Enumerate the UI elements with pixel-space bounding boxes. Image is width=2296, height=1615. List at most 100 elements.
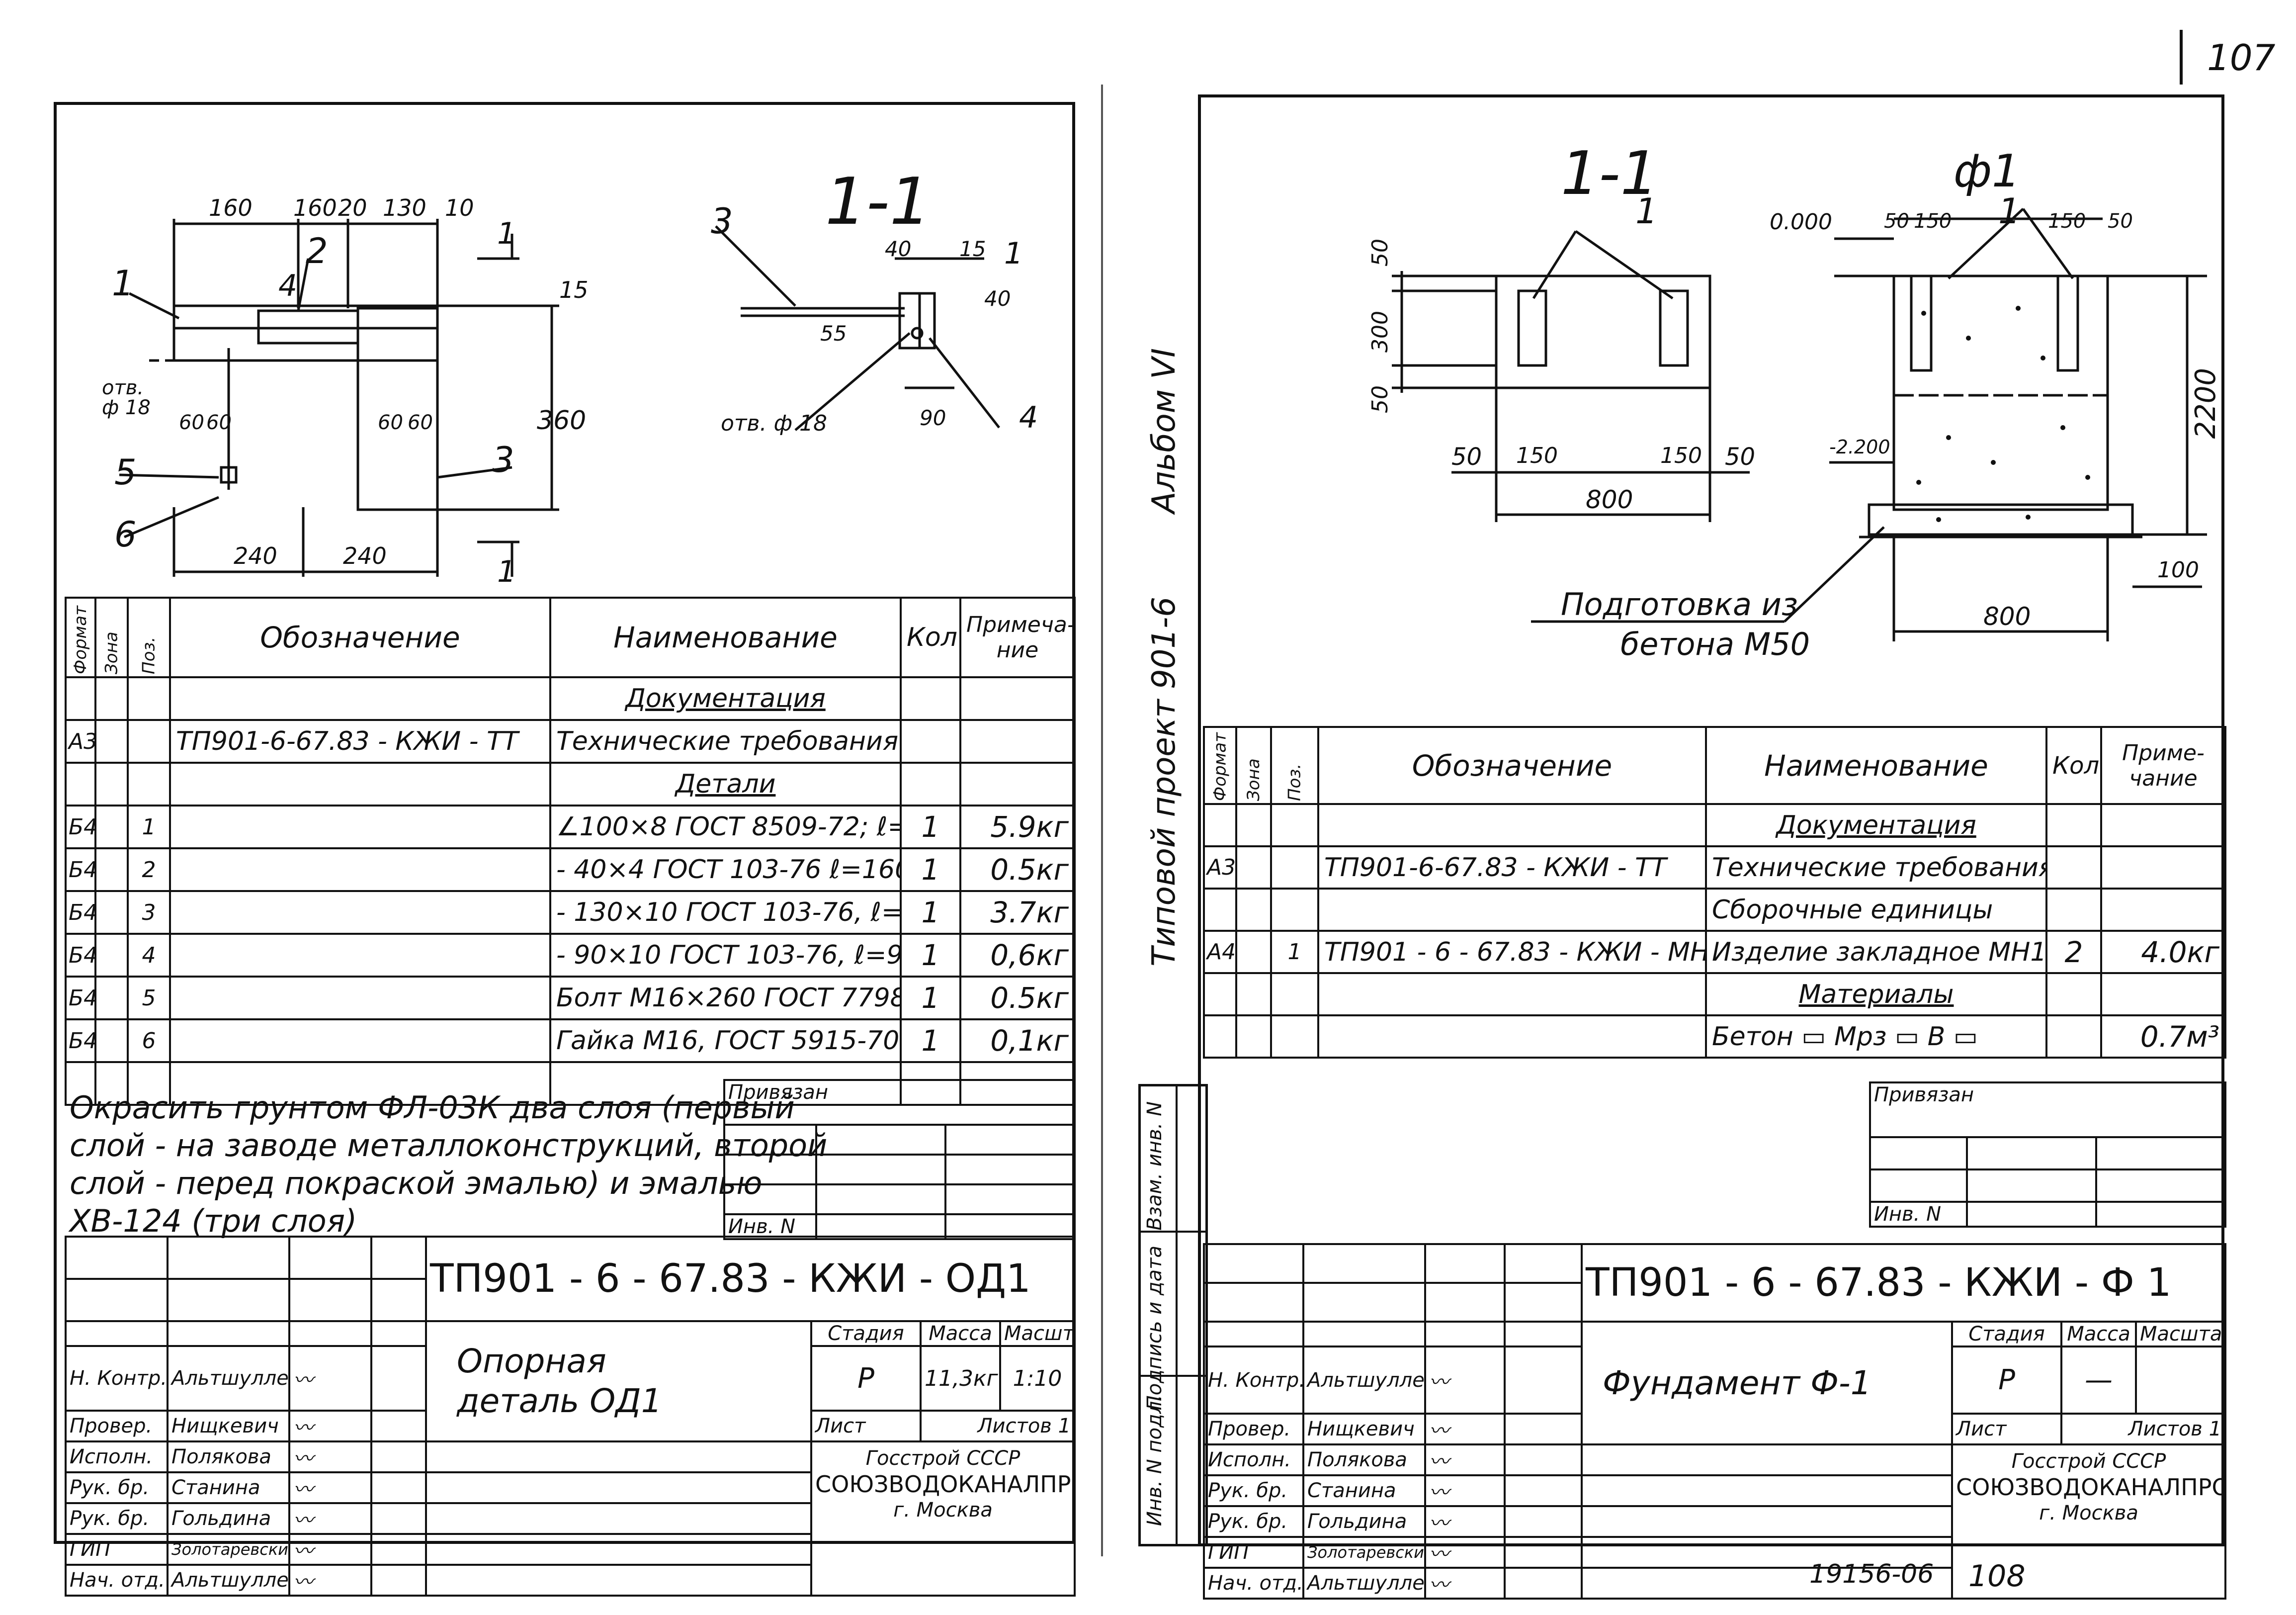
spec-cell-qty: 1 [900,847,961,892]
stamp-role: Н. Контр. [1203,1346,1304,1415]
spec-cell-zone [1235,930,1272,974]
spec-cell-name: Сборочные единицы [1705,888,2047,932]
spec-cell-designation [169,847,551,892]
stamp-name: Гольдина [167,1502,290,1535]
right-privyazan-label: Привязан [1869,1081,2227,1137]
stamp-name: Нищкевич [1302,1413,1426,1445]
spec-cell-pos [127,762,171,807]
spec-cell-zone [1235,972,1272,1016]
left-stamp: ТП901 - 6 - 67.83 - КЖИ - ОД1 Опорная де… [65,1236,1076,1597]
left-privyazan-label: Привязан [723,1079,1076,1125]
left-stamp-sheet-label: Лист [810,1410,922,1442]
right-top-150b: 150 [2048,210,2086,233]
left-privyazan-box: Привязан Инв. N [723,1079,1076,1240]
left-cut-mark-top: 1 [497,216,516,251]
right-spec-h-format: Формат [1204,727,1236,804]
left-sec-dim-40b: 40 [984,286,1011,311]
right-dim-800: 800 [1586,485,1633,514]
signature: 〰 [1424,1505,1506,1538]
spec-cell-note [2100,803,2226,847]
right-stamp-scale [2134,1346,2227,1415]
left-hole-label: отв. ф 18 [102,376,151,419]
left-sec-dim-55: 55 [820,321,847,346]
spec-cell-qty: 1 [900,805,961,849]
left-note-line: ХВ-124 (три слоя) [70,1203,357,1239]
left-stamp-org3: г. Москва [893,1499,993,1522]
signature: 〰 [288,1533,372,1566]
right-dim-50a: 50 [1367,239,1393,267]
spec-cell-designation [1317,888,1707,932]
left-dim-240a: 240 [234,542,277,569]
left-stamp-mass: 11,3кг [920,1345,1001,1412]
left-pos-2: 2 [306,231,328,271]
right-dim-50c: 50 [1451,443,1482,471]
spec-cell-zone [94,1061,129,1106]
signature: 〰 [288,1471,372,1504]
spec-cell-designation [1317,803,1707,847]
signature: 〰 [288,1502,372,1535]
left-spec-h-designation: Обозначение [169,597,551,678]
spec-cell-qty: 2 [2045,930,2102,974]
left-stamp-scale-label: Масшт. [999,1320,1076,1347]
spec-cell-format: Б4 [65,847,96,892]
spine-cell-1: Взам. инв. N [1143,1101,1166,1231]
right-stamp-sheets-label: Листов 1 [2060,1413,2227,1445]
left-stamp-sheets-label: Листов 1 [919,1410,1076,1442]
signature: 〰 [1424,1474,1506,1507]
left-pos-3: 3 [492,440,514,480]
spec-cell-qty: 1 [900,1018,961,1063]
spec-cell-designation [1317,972,1707,1016]
spec-cell-format: А4 [1203,930,1237,974]
left-stamp-org1: Госстрой СССР [865,1447,1020,1470]
right-stamp-stage: Р [1951,1346,2062,1415]
spec-cell-pos [1270,888,1319,932]
spec-cell-note [2100,845,2226,890]
spine-project: Типовой проект 901-6 [1146,597,1183,967]
signature: 〰 [288,1440,372,1473]
left-sec-dim-40: 40 [885,237,912,261]
stamp-role: Рук. бр. [1203,1474,1304,1507]
spec-cell-format [1203,1014,1237,1059]
signature: 〰 [288,1345,372,1412]
left-stamp-org2: СОЮЗВОДОКАНАЛПРОЕКТ [815,1471,1073,1498]
spec-cell-designation: ТП901-6-67.83 - КЖИ - ТТ [1317,845,1707,890]
left-sec-dim-15: 15 [959,237,986,261]
right-spec-h-pos: Поз. [1271,727,1318,804]
spec-cell-format: А3 [65,719,96,764]
left-note-line: Окрасить грунтом ФЛ-03К два слоя (первый [70,1089,795,1126]
spec-cell-note: 0,6кг [959,933,1076,978]
spec-cell-note: 0,1кг [959,1018,1076,1063]
spec-cell-format: А3 [1203,845,1237,890]
spec-cell-name: ∠100×8 ГОСТ 8509-72; ℓ=480 [549,805,902,849]
right-pos-1: 1 [1635,191,1658,232]
spec-cell-qty: 1 [900,976,961,1020]
left-cut-mark-bottom: 1 [497,554,516,589]
spec-cell-designation [169,933,551,978]
left-dim-60c: 60 [378,411,403,434]
right-prep-line2: бетона М50 [1620,626,1810,662]
spec-cell-format [1203,888,1237,932]
signature: 〰 [1424,1346,1506,1415]
spine-album: Альбом VI [1146,348,1183,514]
left-section-title: 1-1 [825,164,931,239]
spec-cell-qty [2045,803,2102,847]
spec-cell-zone [1235,1014,1272,1059]
spec-cell-qty [900,762,961,807]
spec-cell-zone [1235,845,1272,890]
left-dim-60a: 60 [179,411,204,434]
right-dim-150b: 150 [1660,443,1702,468]
spec-cell-note: 0.5кг [959,976,1076,1020]
signature: 〰 [1424,1413,1506,1445]
spec-row: Бетон ▭ Мрз ▭ В ▭0.7м³ [1203,1014,2226,1059]
right-top-50: 50 [1884,210,1909,233]
left-stamp-title-line1: Опорная [457,1342,606,1380]
left-note: Окрасить грунтом ФЛ-03К два слоя (первый… [70,1089,827,1240]
right-dim-100: 100 [2157,557,2199,583]
spine-cell-3: Инв. N подл. [1143,1395,1166,1526]
left-pos-6: 6 [114,514,137,555]
left-spec-h-zone: Зона [95,598,128,677]
spec-cell-note [2100,972,2226,1016]
spec-cell-note: 0.5кг [959,847,1076,892]
